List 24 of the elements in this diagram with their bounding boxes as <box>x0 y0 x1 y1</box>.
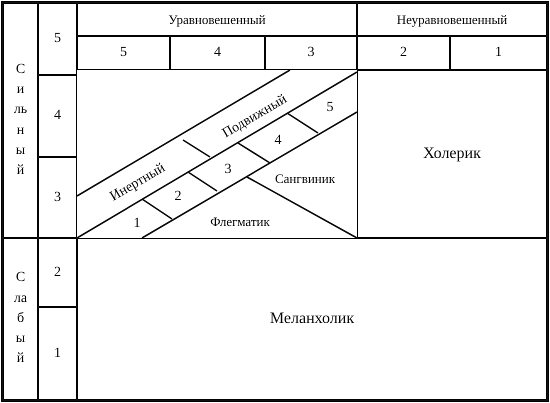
level-cell: 3 <box>38 157 77 238</box>
level-cell: 5 <box>77 36 170 70</box>
level-label: 1 <box>130 215 144 233</box>
strength-label: Слабый <box>14 269 28 368</box>
table-cell-background <box>3 3 38 238</box>
level-label: 5 <box>323 99 337 117</box>
table-cell-background <box>3 238 38 400</box>
level-cell: 5 <box>38 3 77 75</box>
level-cell: 1 <box>450 36 547 70</box>
temperament-area: Холерик <box>357 70 547 238</box>
level-cell: 2 <box>38 238 77 307</box>
level-cell: 4 <box>170 36 265 70</box>
strength-label: Сильный <box>14 60 28 180</box>
balance-header: Уравновешенный <box>77 3 357 36</box>
level-cell: 4 <box>38 75 77 157</box>
temperament-label: Сангвиник <box>267 170 343 188</box>
level-label: 2 <box>171 188 185 206</box>
level-cell: 3 <box>265 36 357 70</box>
level-cell: 2 <box>357 36 450 70</box>
temperament-area: Меланхолик <box>77 238 547 400</box>
temperament-label: Флегматик <box>202 213 278 231</box>
level-label: 3 <box>221 161 235 179</box>
balance-header: Неуравновешенный <box>357 3 547 36</box>
level-cell: 1 <box>38 307 77 400</box>
